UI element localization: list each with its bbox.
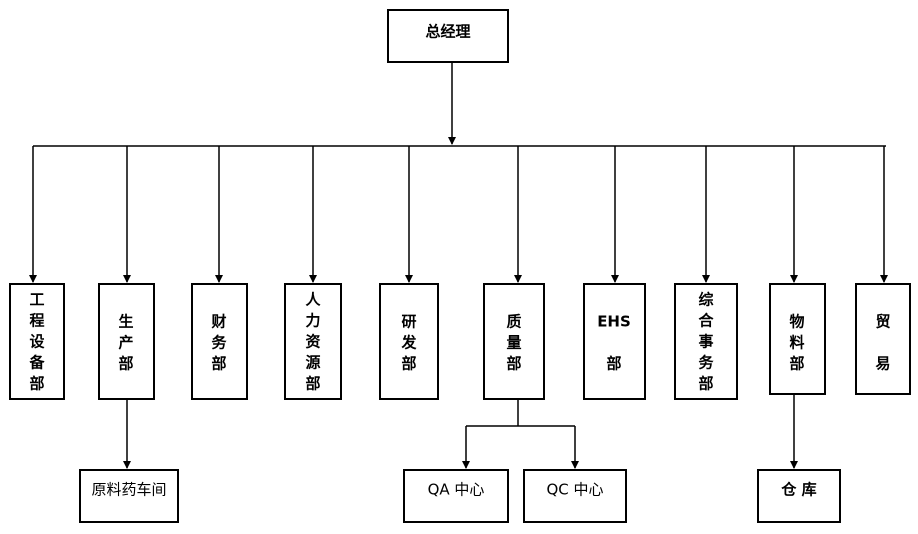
- subunit-box: [523, 469, 627, 523]
- dept-line: 事: [698, 333, 713, 351]
- dept-line: 易: [875, 355, 890, 373]
- dept-line: 财: [211, 313, 226, 331]
- department-hr: 人 力 资 源 部: [284, 283, 342, 400]
- dept-line: 物: [789, 313, 804, 331]
- dept-line: 综: [698, 291, 713, 309]
- dept-line: 生: [118, 313, 133, 331]
- subunit-warehouse: 仓 库: [757, 469, 841, 523]
- department-finance: 财 务 部: [191, 283, 248, 400]
- subunit-box: [403, 469, 509, 523]
- dept-line: 发: [400, 334, 417, 352]
- subunit-box: [757, 469, 841, 523]
- department-box: [674, 283, 738, 400]
- dept-line: 部: [606, 355, 621, 373]
- subunit-box: [79, 469, 179, 523]
- subunit-label: QA 中心: [428, 481, 485, 499]
- general-manager-box: [387, 9, 509, 63]
- department-trade: 贸 易: [855, 283, 911, 395]
- subunit-qc-center: QC 中心: [523, 469, 627, 523]
- dept-line: 量: [506, 334, 521, 352]
- department-box: [769, 283, 826, 395]
- general-manager-node: 总经理: [387, 9, 509, 63]
- department-box: [379, 283, 439, 400]
- dept-line: 产: [118, 334, 133, 352]
- dept-line: 备: [28, 354, 45, 372]
- dept-line: 部: [789, 355, 804, 373]
- department-engineering: 工 程 设 备 部: [9, 283, 65, 400]
- dept-line: EHS: [597, 313, 631, 331]
- dept-line: 资: [305, 333, 320, 351]
- subunit-label: QC 中心: [546, 481, 603, 499]
- department-quality: 质 量 部: [483, 283, 545, 400]
- dept-line: 工: [29, 291, 44, 309]
- subunit-api-workshop: 原料药车间: [79, 469, 179, 523]
- dept-line: 设: [29, 333, 44, 351]
- department-box: [284, 283, 342, 400]
- dept-line: 质: [506, 313, 521, 331]
- department-box: [483, 283, 545, 400]
- dept-line: 部: [698, 375, 713, 393]
- subunit-label: 原料药车间: [91, 481, 166, 499]
- dept-line: 研: [401, 313, 416, 331]
- dept-line: 合: [697, 312, 714, 330]
- dept-line: 贸: [875, 313, 890, 331]
- dept-line: 部: [118, 355, 133, 373]
- department-box: [98, 283, 155, 400]
- department-box: [855, 283, 911, 395]
- department-rnd: 研 发 部: [379, 283, 439, 400]
- dept-line: 部: [305, 375, 320, 393]
- dept-line: 部: [211, 355, 226, 373]
- department-box: [191, 283, 248, 400]
- department-box: [9, 283, 65, 400]
- subunit-label: 仓 库: [780, 481, 816, 499]
- dept-line: 务: [698, 354, 714, 372]
- dept-line: 力: [305, 312, 320, 330]
- dept-line: 料: [789, 334, 804, 352]
- dept-line: 部: [506, 355, 521, 373]
- dept-line: 务: [211, 334, 227, 352]
- department-general-affairs: 综 合 事 务 部: [674, 283, 738, 400]
- dept-line: 部: [29, 375, 44, 393]
- department-production: 生 产 部: [98, 283, 155, 400]
- subunit-qa-center: QA 中心: [403, 469, 509, 523]
- general-manager-label: 总经理: [425, 23, 470, 41]
- dept-line: 源: [305, 354, 320, 372]
- department-ehs: EHS 部: [583, 283, 646, 400]
- connectors: [29, 62, 888, 469]
- department-materials: 物 料 部: [769, 283, 826, 395]
- department-box: [583, 283, 646, 400]
- dept-line: 部: [401, 355, 416, 373]
- dept-line: 程: [29, 312, 44, 330]
- dept-line: 人: [305, 291, 321, 309]
